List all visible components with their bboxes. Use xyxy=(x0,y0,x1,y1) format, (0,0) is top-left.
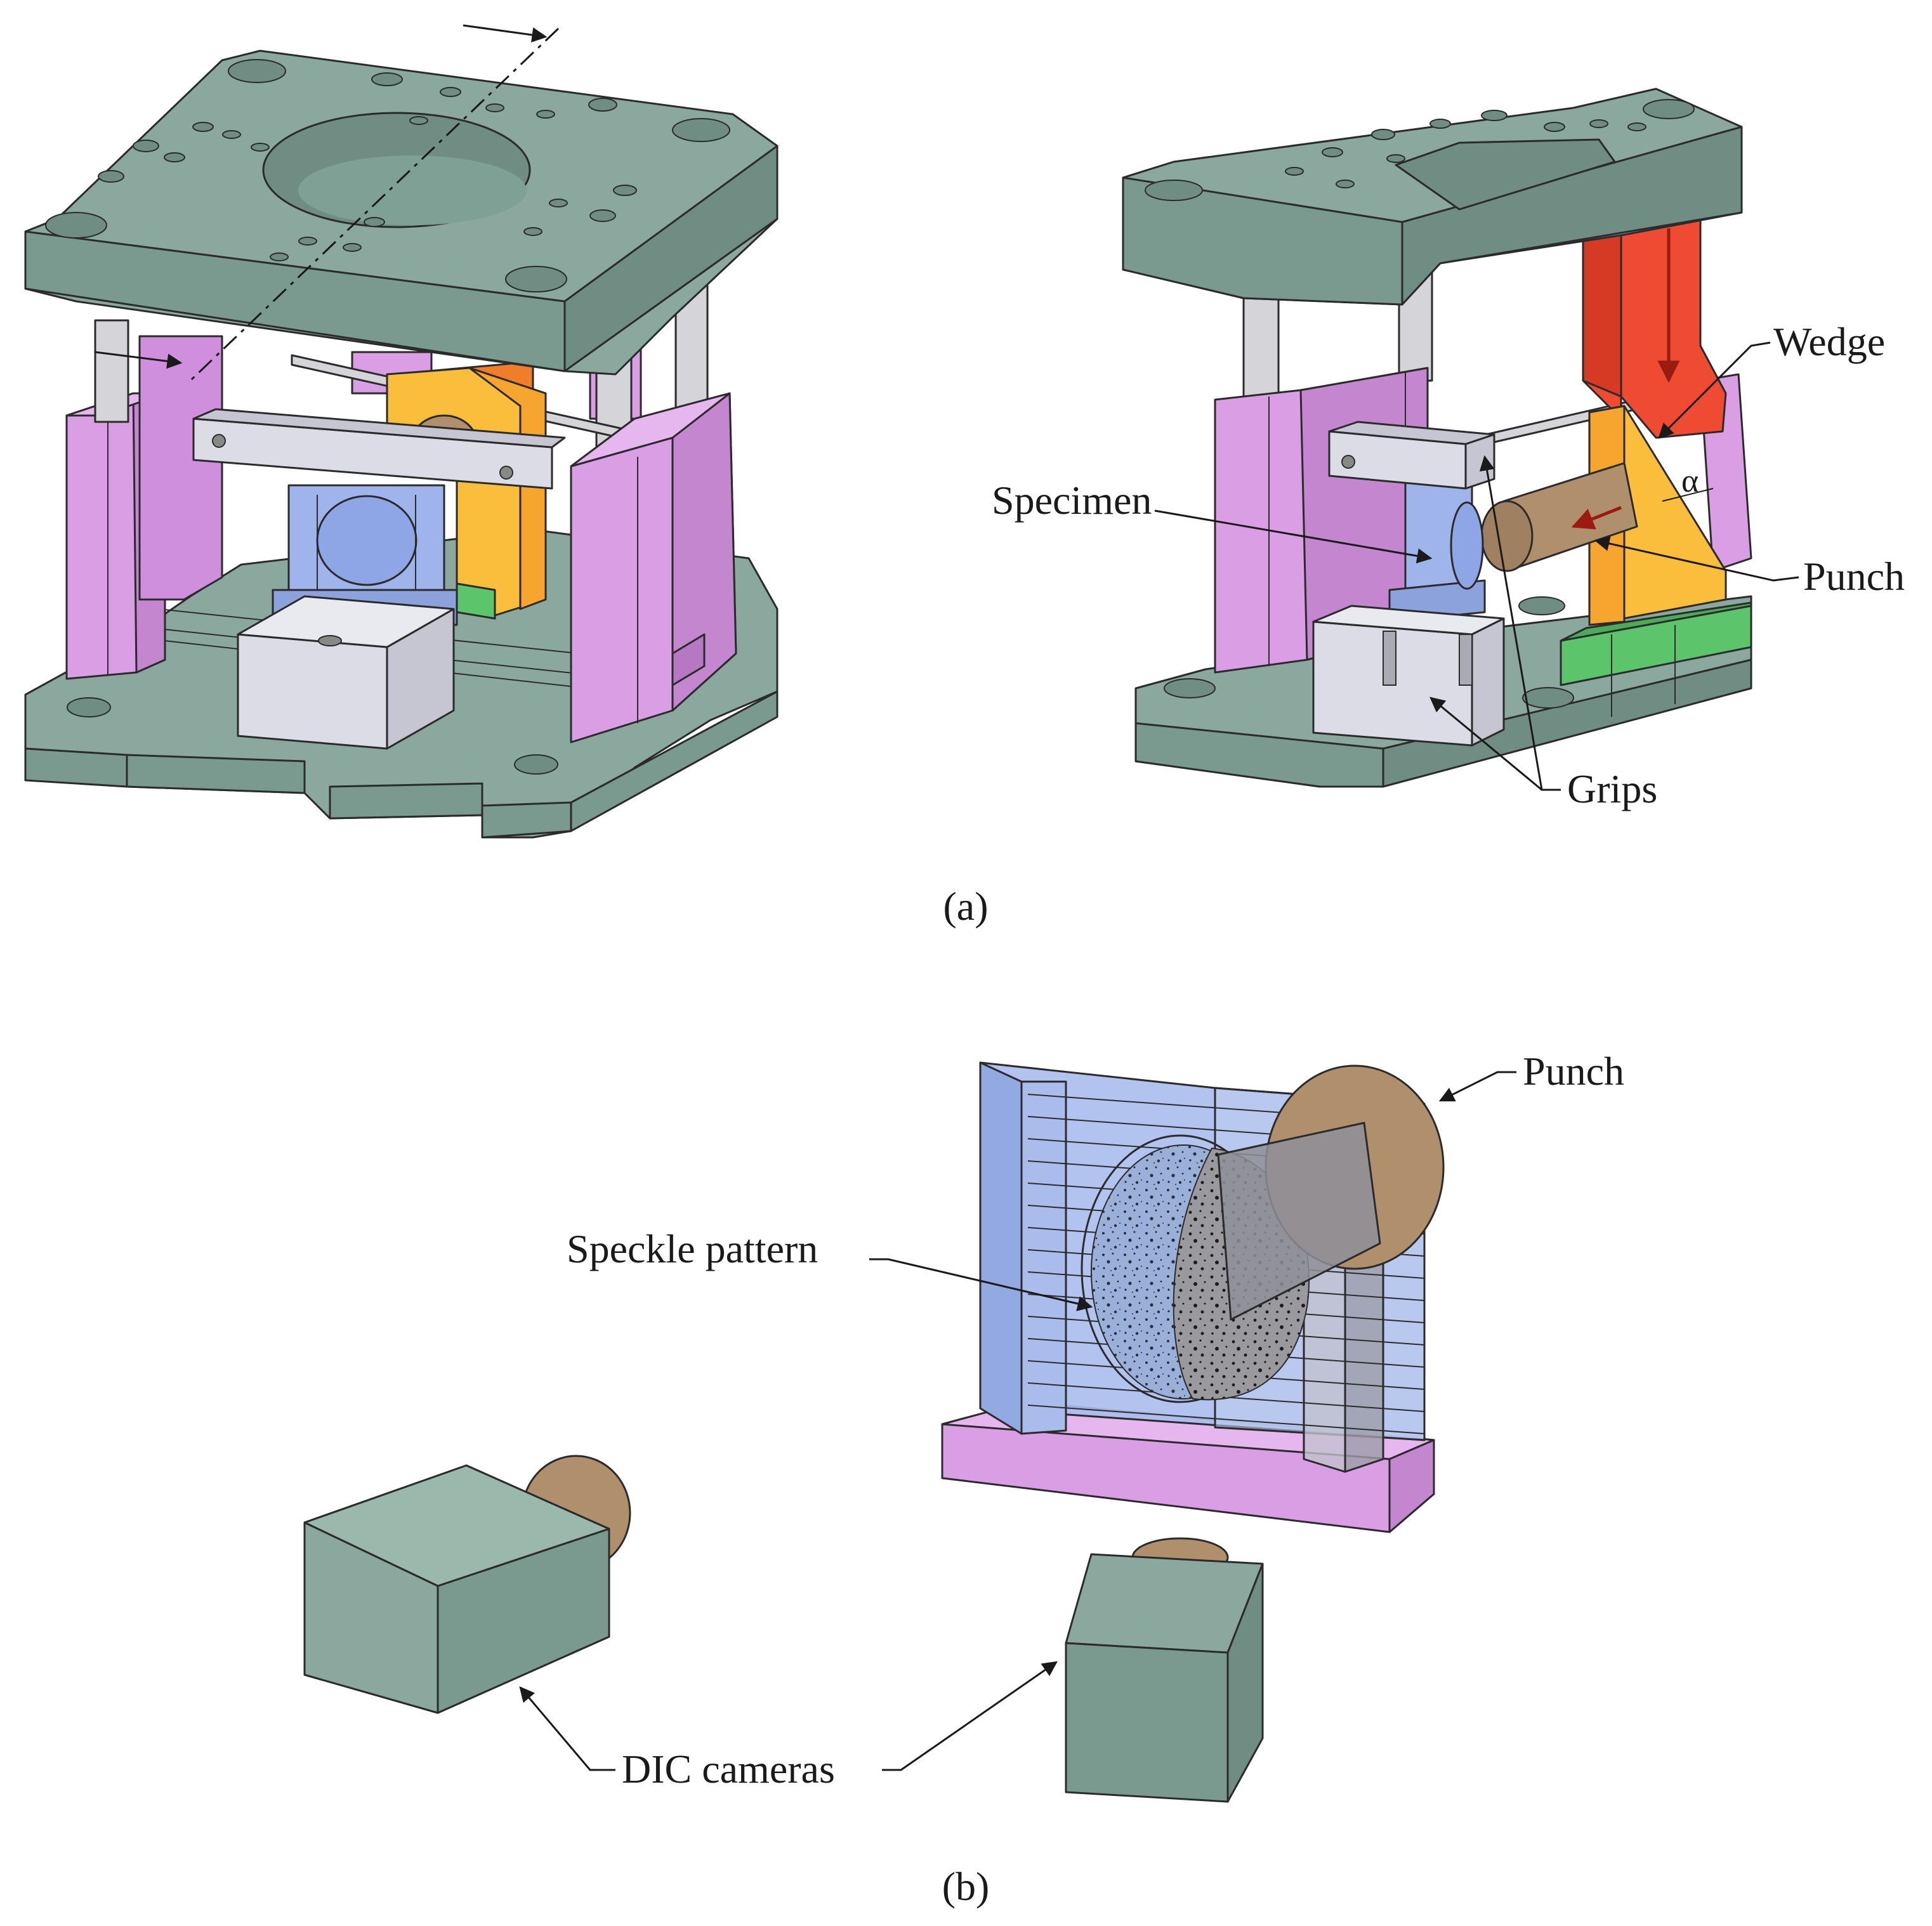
annotations-a: Wedge Specimen α Punch Grips (a) xyxy=(943,319,1905,929)
section-line xyxy=(95,24,560,382)
label-wedge: Wedge xyxy=(1773,319,1885,364)
punch-disk xyxy=(1217,1065,1445,1321)
label-alpha: α xyxy=(1681,463,1699,499)
green-guide xyxy=(1560,601,1752,717)
annotations-b: Punch Speckle pattern DIC cameras (b) xyxy=(519,1049,1624,1909)
section-arrow-bottom xyxy=(95,351,183,369)
caption-b: (b) xyxy=(942,1864,990,1909)
section-grip-upper xyxy=(1328,421,1495,490)
top-plate xyxy=(24,49,779,376)
die-set-section xyxy=(1122,88,1752,788)
section-guide-rod-left xyxy=(1242,278,1280,407)
caption-a: (a) xyxy=(943,884,988,929)
leader-punch-b xyxy=(1438,1071,1516,1102)
label-dic: DIC cameras xyxy=(622,1746,835,1792)
dic-setup xyxy=(303,1061,1445,1803)
section-arrow-top xyxy=(463,24,548,43)
pillar-right xyxy=(570,392,737,744)
die-set-assembled xyxy=(24,24,779,839)
leader-dic-left xyxy=(519,1686,615,1771)
grip-crossbar xyxy=(192,408,566,490)
label-punch-a: Punch xyxy=(1803,554,1905,599)
section-grip-lower xyxy=(1312,605,1505,747)
leader-speckle xyxy=(869,1258,1093,1311)
dic-camera-right xyxy=(1065,1537,1264,1803)
leader-wedge xyxy=(1658,341,1771,439)
dic-camera-left xyxy=(303,1455,631,1714)
leader-dic-right xyxy=(882,1661,1058,1771)
label-punch-b: Punch xyxy=(1523,1049,1624,1094)
label-grips: Grips xyxy=(1567,766,1657,811)
leader-specimen xyxy=(1154,509,1433,564)
leader-punch-a xyxy=(1594,536,1799,582)
label-speckle: Speckle pattern xyxy=(567,1226,818,1271)
section-punch xyxy=(1480,462,1638,572)
section-top-plate xyxy=(1122,88,1743,306)
leader-grips-2 xyxy=(1479,455,1543,790)
label-specimen: Specimen xyxy=(992,478,1152,523)
alpha-arc xyxy=(1662,488,1714,502)
grip-block xyxy=(237,595,455,750)
pillar-left-inner xyxy=(138,335,223,601)
